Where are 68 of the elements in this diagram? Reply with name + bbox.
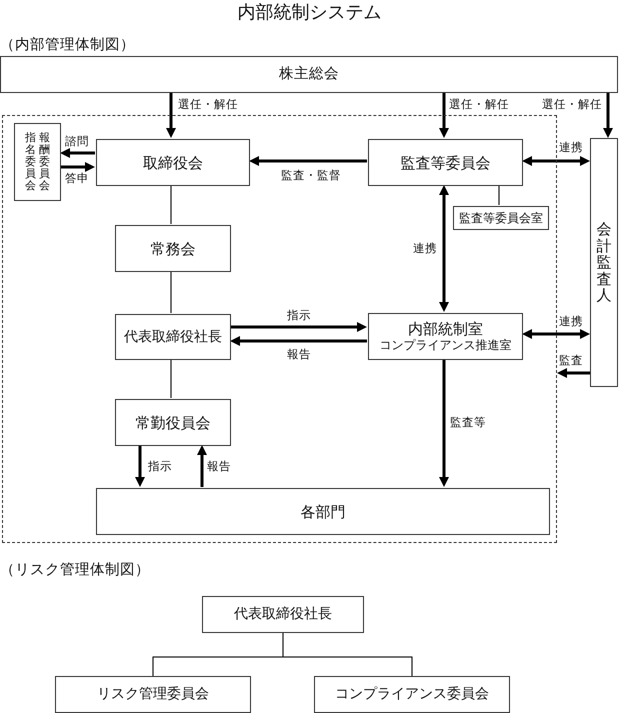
edge-label: 選任・解任 <box>178 98 238 110</box>
edge-label: 監査等 <box>450 416 486 428</box>
box-label: 内部統制室 <box>408 320 483 338</box>
org-box <box>96 488 550 535</box>
box-label: 会計監査人 <box>596 221 612 304</box>
org-box <box>202 596 364 633</box>
box-label: リスク管理委員会 <box>97 686 209 703</box>
arrow <box>249 156 367 166</box>
edge-label: 報告 <box>207 460 231 472</box>
edge-label: 連携 <box>559 141 583 153</box>
box-label: コンプライアンス推進室 <box>380 338 512 353</box>
edge-label: 答申 <box>65 172 89 184</box>
org-box <box>115 399 231 446</box>
edge-label: 指示 <box>287 309 311 321</box>
double-arrow <box>439 185 449 312</box>
edge-label: 連携 <box>413 242 437 254</box>
section-heading: （リスク管理体制図） <box>0 561 150 579</box>
arrow <box>557 368 590 378</box>
arrow <box>603 93 613 138</box>
org-box <box>55 676 251 713</box>
box-label: 監査等委員会 <box>400 154 490 172</box>
connector-line <box>170 270 172 314</box>
connector-line <box>170 358 172 398</box>
box-label: 代表取締役社長 <box>124 328 222 346</box>
org-box <box>314 676 510 713</box>
org-box <box>0 56 618 93</box>
edge-label: 指示 <box>148 460 172 472</box>
box-label: 各部門 <box>300 502 346 520</box>
arrow <box>60 148 95 158</box>
arrow <box>135 445 145 487</box>
arrow <box>197 445 207 487</box>
connector-line <box>282 632 412 676</box>
connector-line <box>170 184 172 224</box>
org-box <box>368 313 523 360</box>
edge-label: 諮問 <box>65 135 89 147</box>
box-label: 指名委員会 <box>25 132 36 192</box>
box-label: 代表取締役社長 <box>234 606 332 623</box>
edge-label: 監査・監督 <box>281 169 341 181</box>
edge-label: 監査 <box>559 354 583 366</box>
edge-label: 選任・解任 <box>449 98 509 110</box>
arrow <box>60 162 95 172</box>
org-box <box>115 225 231 272</box>
arrow <box>439 93 449 138</box>
arrow <box>439 359 449 487</box>
box-label: 取締役会 <box>143 154 203 172</box>
double-arrow <box>522 156 590 166</box>
connector-line <box>498 184 500 206</box>
org-box <box>14 123 61 201</box>
edge-label: 報告 <box>287 348 311 360</box>
arrow <box>230 336 367 346</box>
box-label: コンプライアンス委員会 <box>335 686 489 703</box>
box-label: 株主総会 <box>279 66 339 84</box>
org-box <box>96 139 250 186</box>
org-box <box>368 139 523 186</box>
box-label: 常務会 <box>150 240 196 258</box>
box-label: 報酬委員会 <box>39 132 50 192</box>
double-arrow <box>522 329 590 339</box>
org-box <box>590 138 618 387</box>
org-box <box>115 314 231 360</box>
arrow <box>166 93 176 138</box>
arrow <box>230 322 367 332</box>
section-heading: （内部管理体制図） <box>0 36 135 54</box>
diagram-title: 内部統制システム <box>238 2 382 24</box>
edge-label: 選任・解任 <box>542 98 602 110</box>
org-box <box>453 206 549 230</box>
box-label: 監査等委員会室 <box>459 210 543 226</box>
edge-label: 連携 <box>559 315 583 327</box>
box-label: 常勤役員会 <box>136 414 210 432</box>
